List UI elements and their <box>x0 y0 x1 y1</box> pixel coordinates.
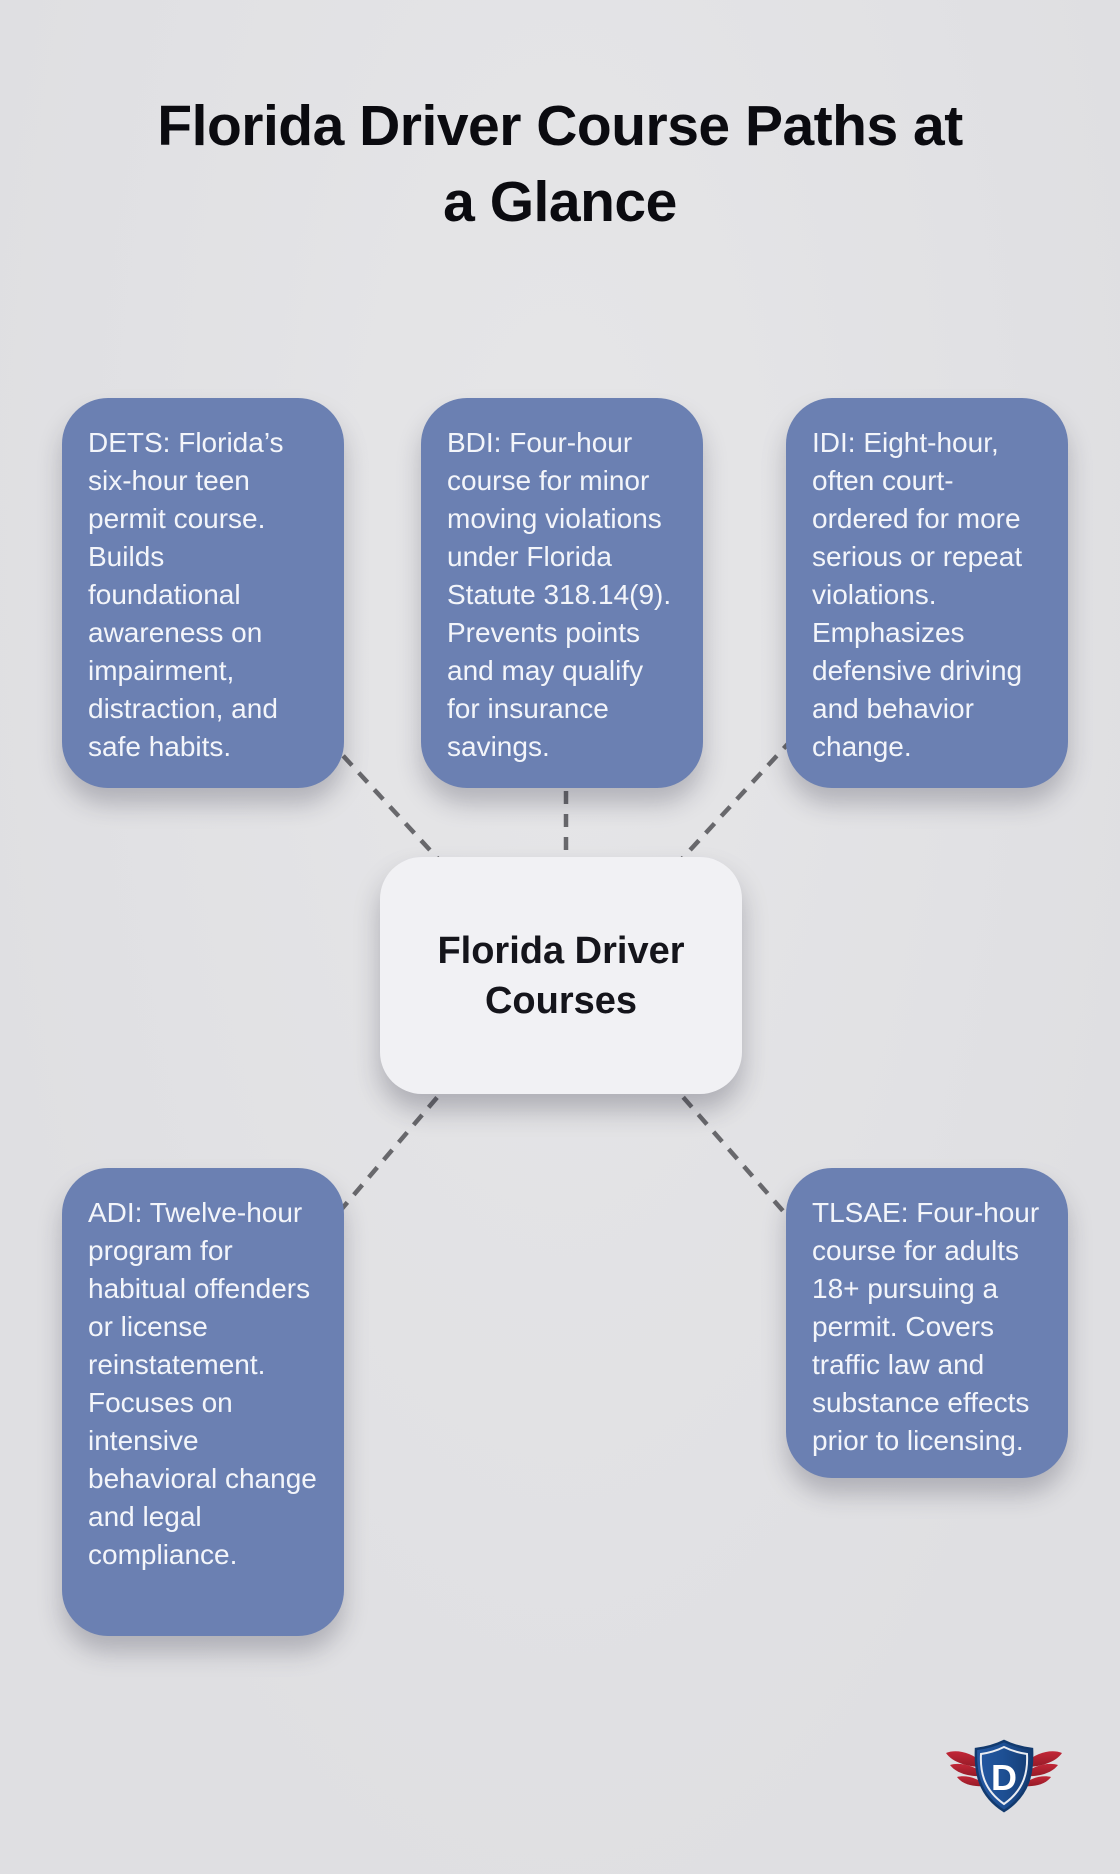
connector-idi-center <box>666 720 810 876</box>
center-node: Florida Driver Courses <box>380 857 742 1094</box>
shield-icon: D <box>974 1739 1034 1813</box>
brand-logo: D <box>946 1739 1062 1813</box>
node-text-idi: IDI: Eight-hour, often court-ordered for… <box>812 427 1023 762</box>
node-text-tlsae: TLSAE: Four-hour course for adults 18+ p… <box>812 1197 1040 1456</box>
node-box-dets: DETS: Florida’s six-hour teen permit cou… <box>62 398 344 788</box>
connector-center-tlsae <box>666 1078 800 1230</box>
center-node-label: Florida Driver Courses <box>437 929 685 1022</box>
node-box-tlsae: TLSAE: Four-hour course for adults 18+ p… <box>786 1168 1068 1478</box>
right-wing-icon <box>1025 1751 1062 1787</box>
node-text-dets: DETS: Florida’s six-hour teen permit cou… <box>88 427 284 762</box>
node-box-idi: IDI: Eight-hour, often court-ordered for… <box>786 398 1068 788</box>
page-title-line1: Florida Driver Course Paths at <box>157 94 963 158</box>
logo-letter: D <box>991 1757 1017 1798</box>
page-title: Florida Driver Course Paths at a Glance <box>0 88 1120 240</box>
node-box-bdi: BDI: Four-hour course for minor moving v… <box>421 398 703 788</box>
page-title-line2: a Glance <box>443 170 677 234</box>
left-wing-icon <box>946 1751 983 1787</box>
node-box-adi: ADI: Twelve-hour program for habitual of… <box>62 1168 344 1636</box>
node-text-bdi: BDI: Four-hour course for minor moving v… <box>447 427 672 762</box>
node-text-adi: ADI: Twelve-hour program for habitual of… <box>88 1197 317 1570</box>
connector-center-adi <box>320 1078 454 1234</box>
